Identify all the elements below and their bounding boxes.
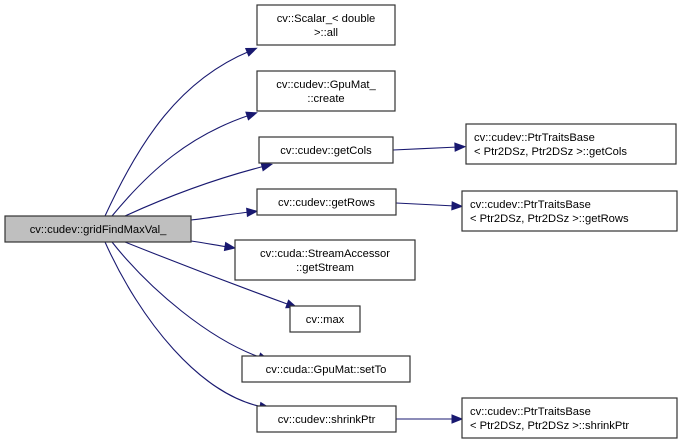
edge-line	[392, 146, 459, 151]
node-label-line: cv::max	[306, 314, 345, 326]
node-box[interactable]	[256, 4, 396, 46]
node-label-line: < Ptr2DSz, Ptr2DSz >::getCols	[474, 146, 627, 158]
edge-root-to-scalar_all	[104, 47, 258, 217]
node-traits-shrinkptr[interactable]: cv::cudev::PtrTraitsBase< Ptr2DSz, Ptr2D…	[461, 397, 678, 439]
node-box[interactable]	[256, 188, 397, 216]
node-label-line: < Ptr2DSz, Ptr2DSz >::shrinkPtr	[470, 420, 629, 432]
edge-line	[395, 202, 456, 207]
edge-getrows-to-traits_getrows	[395, 201, 464, 211]
arrowhead-icon	[451, 201, 464, 211]
edge-getcols-to-traits_getcols	[392, 142, 467, 152]
arrowhead-icon	[454, 142, 467, 152]
node-label-line: cv::cuda::GpuMat::setTo	[266, 364, 387, 376]
node-box[interactable]	[465, 123, 677, 165]
node-label-line: cv::cudev::getCols	[280, 145, 372, 157]
node-label-line: < Ptr2DSz, Ptr2DSz >::getRows	[470, 213, 629, 225]
node-label-line: cv::cuda::StreamAccessor	[260, 248, 390, 260]
edge-line	[124, 241, 291, 306]
edge-root-to-getcols	[124, 162, 274, 217]
arrowhead-icon	[260, 162, 274, 172]
edge-line	[190, 240, 229, 248]
node-box[interactable]	[4, 215, 192, 243]
edge-root-to-getstream	[190, 240, 237, 252]
edge-shrinkptr-to-traits_shrinkptr	[396, 414, 464, 424]
node-label-line: cv::cudev::PtrTraitsBase	[470, 406, 591, 418]
arrowhead-icon	[223, 241, 237, 252]
node-box[interactable]	[256, 405, 397, 433]
arrowhead-icon	[246, 207, 259, 218]
nodes: cv::cudev::gridFindMaxVal_ cv::Scalar_< d…	[4, 4, 678, 439]
node-getstream[interactable]: cv::cuda::StreamAccessor::getStream	[234, 239, 416, 281]
node-box[interactable]	[258, 136, 394, 164]
node-box[interactable]	[461, 397, 678, 439]
edge-root-to-getrows	[190, 207, 259, 221]
arrowhead-icon	[244, 47, 258, 57]
edge-line	[124, 165, 266, 217]
node-max[interactable]: cv::max	[289, 305, 361, 333]
node-label-line: cv::cudev::shrinkPtr	[278, 414, 376, 426]
edge-line	[111, 114, 251, 217]
node-label-line: >::all	[314, 27, 338, 39]
node-getrows[interactable]: cv::cudev::getRows	[256, 188, 397, 216]
node-scalar-all[interactable]: cv::Scalar_< double>::all	[256, 4, 396, 46]
arrowhead-icon	[245, 111, 258, 121]
node-box[interactable]	[289, 305, 361, 333]
edge-line	[190, 211, 251, 221]
node-label-line: cv::cudev::PtrTraitsBase	[470, 199, 591, 211]
node-traits-getrows[interactable]: cv::cudev::PtrTraitsBase< Ptr2DSz, Ptr2D…	[461, 190, 678, 232]
node-shrinkptr[interactable]: cv::cudev::shrinkPtr	[256, 405, 397, 433]
edge-root-to-gpumat_create	[111, 111, 258, 217]
node-box[interactable]	[256, 70, 396, 112]
node-label-line: ::create	[307, 93, 344, 105]
node-root[interactable]: cv::cudev::gridFindMaxVal_	[4, 215, 192, 243]
node-setto[interactable]: cv::cuda::GpuMat::setTo	[241, 355, 411, 383]
edge-line	[104, 50, 251, 217]
node-label-line: ::getStream	[296, 262, 354, 274]
node-box[interactable]	[461, 190, 678, 232]
node-box[interactable]	[234, 239, 416, 281]
node-label-line: cv::cudev::getRows	[278, 197, 375, 209]
edge-line	[104, 241, 264, 408]
node-box[interactable]	[241, 355, 411, 383]
arrowhead-icon	[451, 414, 464, 424]
node-getcols[interactable]: cv::cudev::getCols	[258, 136, 394, 164]
node-label-line: cv::cudev::gridFindMaxVal_	[30, 224, 167, 236]
node-label-line: cv::cudev::PtrTraitsBase	[474, 132, 595, 144]
node-label-line: cv::Scalar_< double	[277, 13, 376, 25]
edge-line	[111, 241, 263, 359]
node-label-line: cv::cudev::GpuMat_	[276, 79, 376, 91]
node-gpumat-create[interactable]: cv::cudev::GpuMat_::create	[256, 70, 396, 112]
node-traits-getcols[interactable]: cv::cudev::PtrTraitsBase< Ptr2DSz, Ptr2D…	[465, 123, 677, 165]
